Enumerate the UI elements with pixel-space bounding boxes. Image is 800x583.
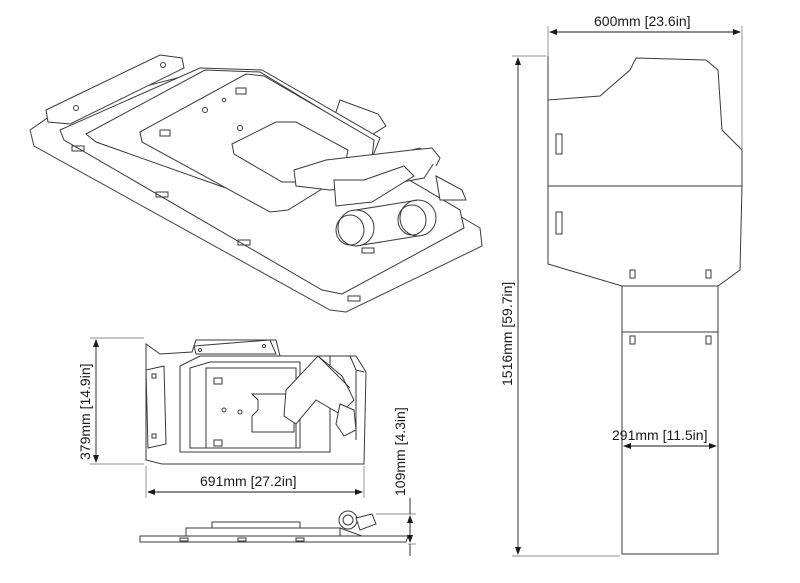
dim-total-height [512, 55, 620, 557]
isometric-view [29, 54, 483, 313]
dim-thickness [376, 498, 416, 556]
dim-top-width [547, 26, 743, 150]
dim-side-height [90, 337, 144, 465]
label-top-width: 600mm [23.6in] [594, 13, 691, 29]
label-side-length: 691mm [27.2in] [200, 473, 297, 489]
dim-side-length [145, 466, 365, 498]
label-side-height: 379mm [14.9in] [77, 364, 93, 461]
side-profile-view [547, 56, 743, 555]
label-total-height: 1516mm [59.7in] [499, 282, 515, 386]
side-elevation-view [139, 510, 409, 543]
label-lower-width: 291mm [11.5in] [612, 427, 707, 443]
top-down-view [145, 339, 367, 465]
label-thickness: 109mm [4.3in] [392, 407, 408, 496]
